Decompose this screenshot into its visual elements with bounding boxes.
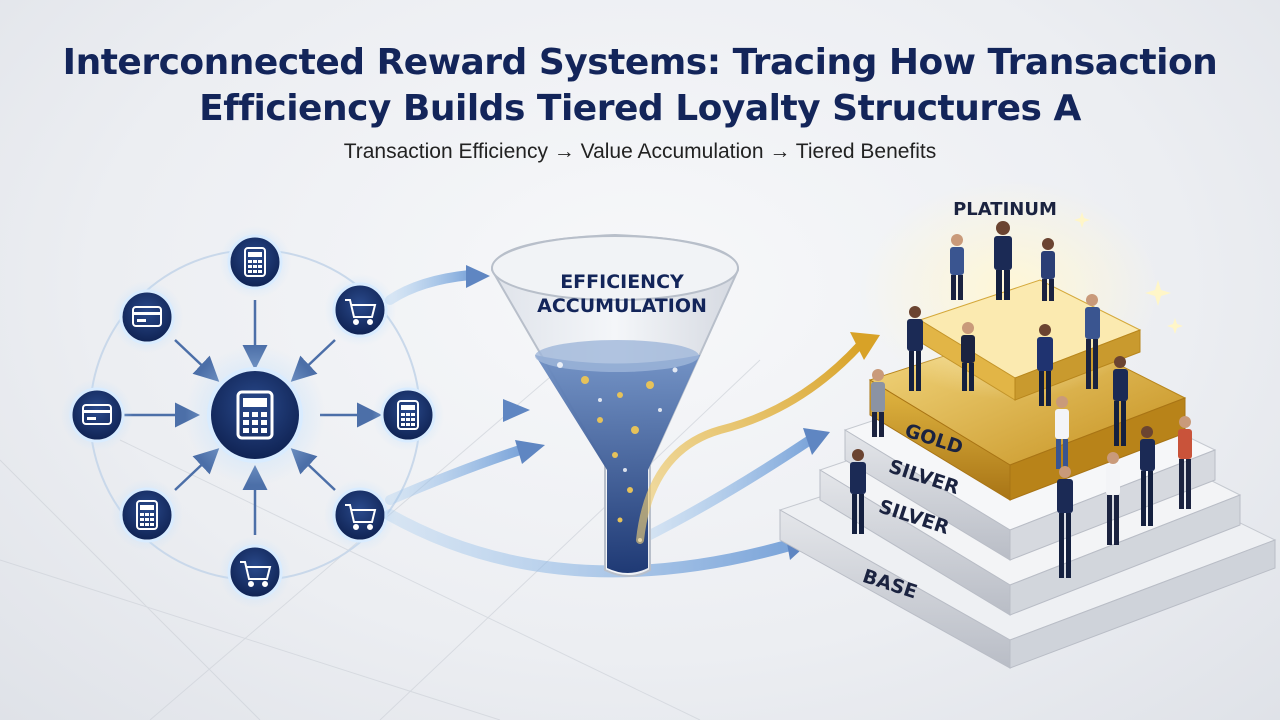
node-right-terminal [372, 379, 444, 451]
person-figure [950, 234, 964, 300]
loyalty-pyramid: PLATINUM GOLD SILVER SILVER BASE [778, 180, 1277, 669]
efficiency-funnel: EFFICIENCY ACCUMULATION [490, 233, 740, 577]
node-upper-right-cart [324, 274, 396, 346]
person-figure [1085, 294, 1100, 389]
transaction-network [61, 226, 444, 608]
sparkle-icons [1074, 212, 1183, 334]
person-figure [994, 221, 1012, 300]
page-title-line-1: Interconnected Reward Systems: Tracing H… [62, 42, 1218, 83]
node-bottom-cart [219, 536, 291, 608]
funnel-label-line-1: EFFICIENCY [560, 271, 684, 293]
person-figure [1140, 426, 1155, 526]
gold-stream [636, 332, 880, 544]
page-title-line-2: Efficiency Builds Tiered Loyalty Structu… [199, 88, 1081, 129]
shopping-cart-icon [345, 299, 377, 325]
person-figure [907, 306, 923, 391]
person-figure [1041, 238, 1055, 301]
node-lower-left-calculator [111, 479, 183, 551]
page-subtitle: Transaction Efficiency → Value Accumulat… [343, 140, 937, 163]
node-upper-left-card [111, 281, 183, 353]
terminal-icon [397, 400, 419, 430]
people-figures [850, 221, 1192, 578]
person-figure [1178, 416, 1192, 509]
hub-node [185, 345, 325, 485]
person-figure [1113, 356, 1128, 446]
person-figure [1037, 324, 1053, 406]
person-figure [961, 322, 975, 391]
flow-arrows [384, 265, 830, 578]
person-figure [1055, 396, 1069, 469]
person-figure [1106, 452, 1120, 545]
calculator-icon [244, 247, 266, 277]
calculator-icon [136, 500, 158, 530]
shopping-cart-icon [240, 561, 272, 587]
shopping-cart-icon [345, 504, 377, 530]
person-figure [871, 369, 885, 437]
node-lower-right-cart [324, 479, 396, 551]
person-figure [1057, 466, 1073, 578]
tier-label-platinum: PLATINUM [953, 199, 1057, 220]
funnel-label-line-2: ACCUMULATION [537, 295, 707, 317]
person-figure [850, 449, 866, 534]
node-top-calculator [219, 226, 291, 298]
node-left-card [61, 379, 133, 451]
credit-card-icon [132, 306, 162, 327]
credit-card-icon [82, 404, 112, 425]
terminal-icon [236, 390, 274, 440]
